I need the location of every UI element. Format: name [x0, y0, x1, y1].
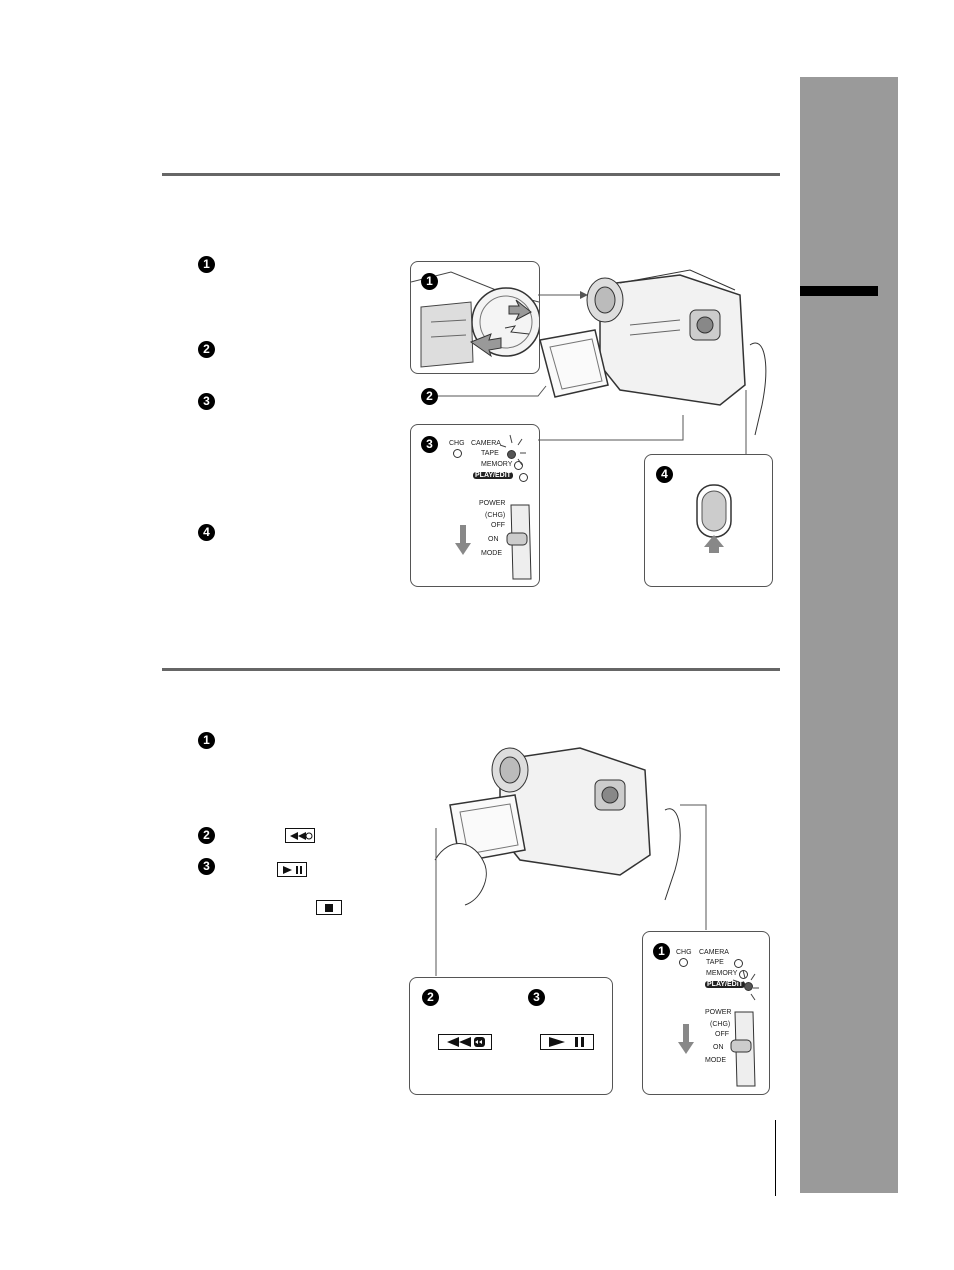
power-switch-slider [506, 504, 532, 580]
play-edit-led-b [744, 982, 753, 991]
memory-label: MEMORY [481, 461, 513, 468]
play-pause-icon [283, 865, 302, 874]
down-arrow-icon [455, 525, 471, 555]
camera-label: CAMERA [471, 440, 501, 447]
inset-step-1: 1 [421, 273, 438, 290]
play-edit-label-b: PLAY/EDIT [705, 981, 745, 988]
section-rule-bottom [162, 668, 780, 671]
camera-label-b: CAMERA [699, 949, 729, 956]
callout-line-3 [538, 415, 684, 441]
bottom-step-number-2: 2 [198, 827, 215, 844]
tape-led-b [734, 959, 743, 968]
rewind-icon [290, 831, 313, 840]
power-label: POWER [479, 500, 506, 507]
page-number-divider [775, 1120, 776, 1196]
chg-paren-label: (CHG) [485, 512, 506, 519]
stop-inline-icon [316, 900, 342, 915]
step-number-3: 3 [198, 393, 215, 410]
memory-led [514, 461, 523, 470]
chg-paren-label-b: (CHG) [710, 1021, 731, 1028]
playback-buttons-panel: 2 3 [409, 977, 613, 1095]
mode-label-b: MODE [705, 1057, 726, 1064]
record-button-icon [696, 484, 732, 553]
play-pause-button[interactable] [540, 1034, 594, 1050]
down-arrow-icon-b [678, 1024, 694, 1054]
step-number-2: 2 [198, 341, 215, 358]
callout-line-bottom-right [680, 804, 707, 930]
chapter-tab-marker [800, 286, 878, 296]
start-stop-panel: 4 [644, 454, 773, 587]
bottom-step-number-3: 3 [198, 858, 215, 875]
off-label-b: OFF [715, 1031, 729, 1038]
power-label-b: POWER [705, 1009, 732, 1016]
callout-line-2 [438, 385, 547, 397]
camcorder-illustration-bottom [434, 747, 681, 906]
chg-led [453, 449, 462, 458]
section-rule-top [162, 173, 780, 176]
rewind-button[interactable] [438, 1034, 492, 1050]
rewind-large-icon [447, 1037, 485, 1047]
tape-label-b: TAPE [706, 959, 724, 966]
memory-label-b: MEMORY [706, 970, 738, 977]
bottom-step-number-1: 1 [198, 732, 215, 749]
chg-label-b: CHG [676, 949, 692, 956]
on-label: ON [488, 536, 499, 543]
camcorder-illustration-top [539, 269, 767, 436]
step-number-1: 1 [198, 256, 215, 273]
callout-line-4 [745, 390, 747, 454]
chapter-side-tab [800, 77, 898, 1193]
off-label: OFF [491, 522, 505, 529]
on-label-b: ON [713, 1044, 724, 1051]
tape-label: TAPE [481, 450, 499, 457]
power-switch-panel: 3 CHG CAMERA TAPE MEMORY PLAY/EDIT POWER… [410, 424, 540, 587]
panel-step-4: 4 [656, 466, 673, 483]
play-pause-inline-icon [277, 862, 307, 877]
led-glow-rays [499, 434, 526, 466]
panel-step-3b: 3 [528, 989, 545, 1006]
lens-cap-illustration [411, 271, 539, 368]
power-switch-slider-b [730, 1011, 756, 1087]
play-edit-label: PLAY/EDIT [473, 472, 513, 479]
power-switch-panel-bottom: 1 CHG CAMERA TAPE MEMORY PLAY/EDIT POWER… [642, 931, 770, 1095]
panel-step-1b: 1 [653, 943, 670, 960]
rewind-inline-icon [285, 828, 315, 843]
panel-step-2: 2 [422, 989, 439, 1006]
connector-arrow [538, 291, 588, 299]
chg-label: CHG [449, 440, 465, 447]
play-edit-led [519, 473, 528, 482]
play-pause-large-icon [549, 1037, 584, 1047]
panel-step-3: 3 [421, 436, 438, 453]
tape-led [507, 450, 516, 459]
lens-cap-inset: 1 [410, 261, 540, 374]
callout-line-bottom-left [435, 828, 437, 976]
step-number-4: 4 [198, 524, 215, 541]
led-glow-rays-b [732, 969, 759, 1001]
mode-label: MODE [481, 550, 502, 557]
callout-step-2: 2 [421, 388, 438, 405]
chg-led-b [679, 958, 688, 967]
stop-icon [325, 903, 333, 912]
